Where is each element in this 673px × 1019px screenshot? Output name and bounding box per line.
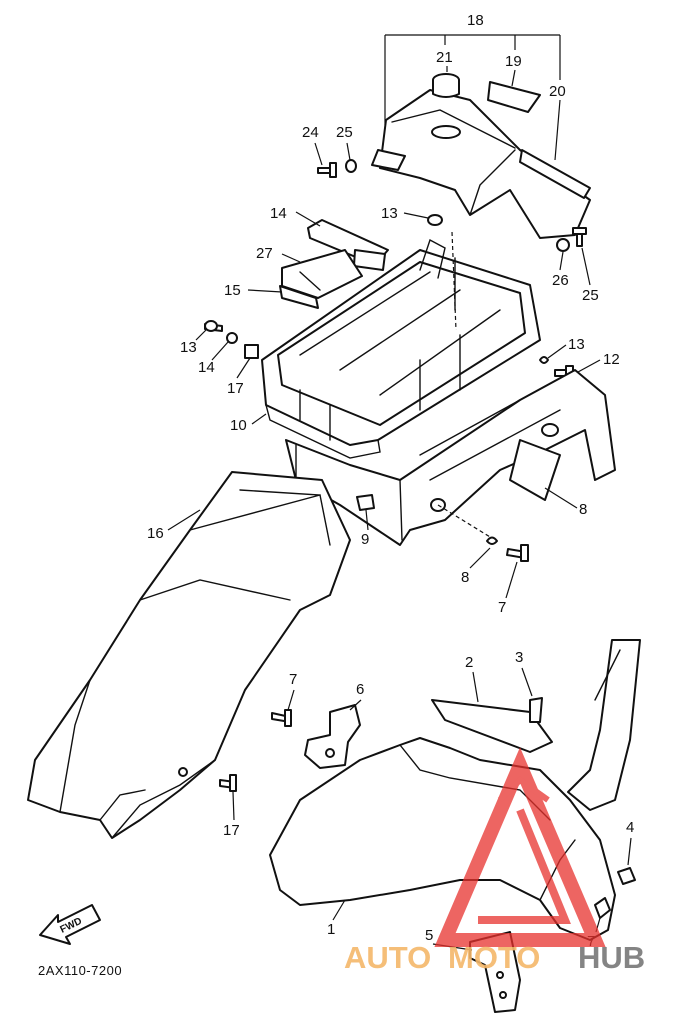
label-part-18: 15 bbox=[224, 282, 241, 299]
label-part-12: 10 bbox=[230, 417, 247, 434]
label-part-9: 7 bbox=[498, 599, 506, 616]
label-part-6: 6 bbox=[356, 681, 364, 698]
label-part-11: 9 bbox=[361, 531, 369, 548]
fender-bolt-drawing bbox=[219, 774, 237, 792]
rear-inner-fender-drawing bbox=[27, 471, 351, 839]
label-part-4: 4 bbox=[626, 819, 634, 836]
watermark-hub: HUB bbox=[578, 940, 645, 975]
rear-frame-drawing bbox=[285, 231, 616, 546]
label-part-21: 18 bbox=[467, 12, 484, 29]
label-part-7a: 7 bbox=[289, 671, 297, 688]
part-number-labels: 18 21 19 20 24 25 14 13 27 15 26 25 13 1… bbox=[147, 12, 634, 950]
battery-tray-drawing bbox=[261, 238, 541, 459]
label-part-10: 8 bbox=[461, 569, 469, 586]
fender-bracket-drawing bbox=[271, 704, 361, 769]
label-part-27: 27 bbox=[256, 245, 273, 262]
label-part-25a: 24 bbox=[302, 124, 319, 141]
watermark-moto: MOTO bbox=[448, 940, 540, 975]
label-part-20: 17 bbox=[223, 822, 240, 839]
leader-lines bbox=[167, 34, 632, 951]
label-part-5: 5 bbox=[425, 927, 433, 944]
label-part-23: 20 bbox=[549, 83, 566, 100]
frame-bolt-drawing bbox=[486, 536, 529, 562]
label-part-26a: 25 bbox=[336, 124, 353, 141]
fwd-arrow-icon: FWD bbox=[39, 904, 101, 945]
label-part-8: 8 bbox=[579, 501, 587, 518]
label-part-24: 21 bbox=[436, 49, 453, 66]
top-fasteners-drawing bbox=[317, 159, 587, 252]
label-part-13a: 13 bbox=[180, 339, 197, 356]
label-part-1: 1 bbox=[327, 921, 335, 938]
label-part-25b: 25 bbox=[582, 287, 599, 304]
label-part-3: 3 bbox=[515, 649, 523, 666]
label-part-13b: 12 bbox=[603, 351, 620, 368]
label-part-19: 16 bbox=[147, 525, 164, 542]
automotohub-logo-icon bbox=[434, 747, 606, 947]
label-part-17: 14 bbox=[270, 205, 287, 222]
watermark-text: AUTO MOTO HUB bbox=[344, 940, 645, 975]
front-fender-stay-drawing bbox=[469, 867, 636, 1013]
strap-pad-drawing bbox=[279, 219, 389, 309]
label-part-14a: 14 bbox=[198, 359, 215, 376]
seat-tray-cover-drawing bbox=[371, 73, 591, 239]
label-part-26b: 26 bbox=[552, 272, 569, 289]
label-part-15: 13 bbox=[381, 205, 398, 222]
diagram-code: 2AX110-7200 bbox=[38, 963, 122, 978]
watermark-auto: AUTO bbox=[344, 940, 431, 975]
front-fender-drawing bbox=[269, 639, 641, 941]
label-part-14b: 13 bbox=[568, 336, 585, 353]
label-part-2: 2 bbox=[465, 654, 473, 671]
label-part-22: 19 bbox=[505, 53, 522, 70]
label-part-16: 17 bbox=[227, 380, 244, 397]
